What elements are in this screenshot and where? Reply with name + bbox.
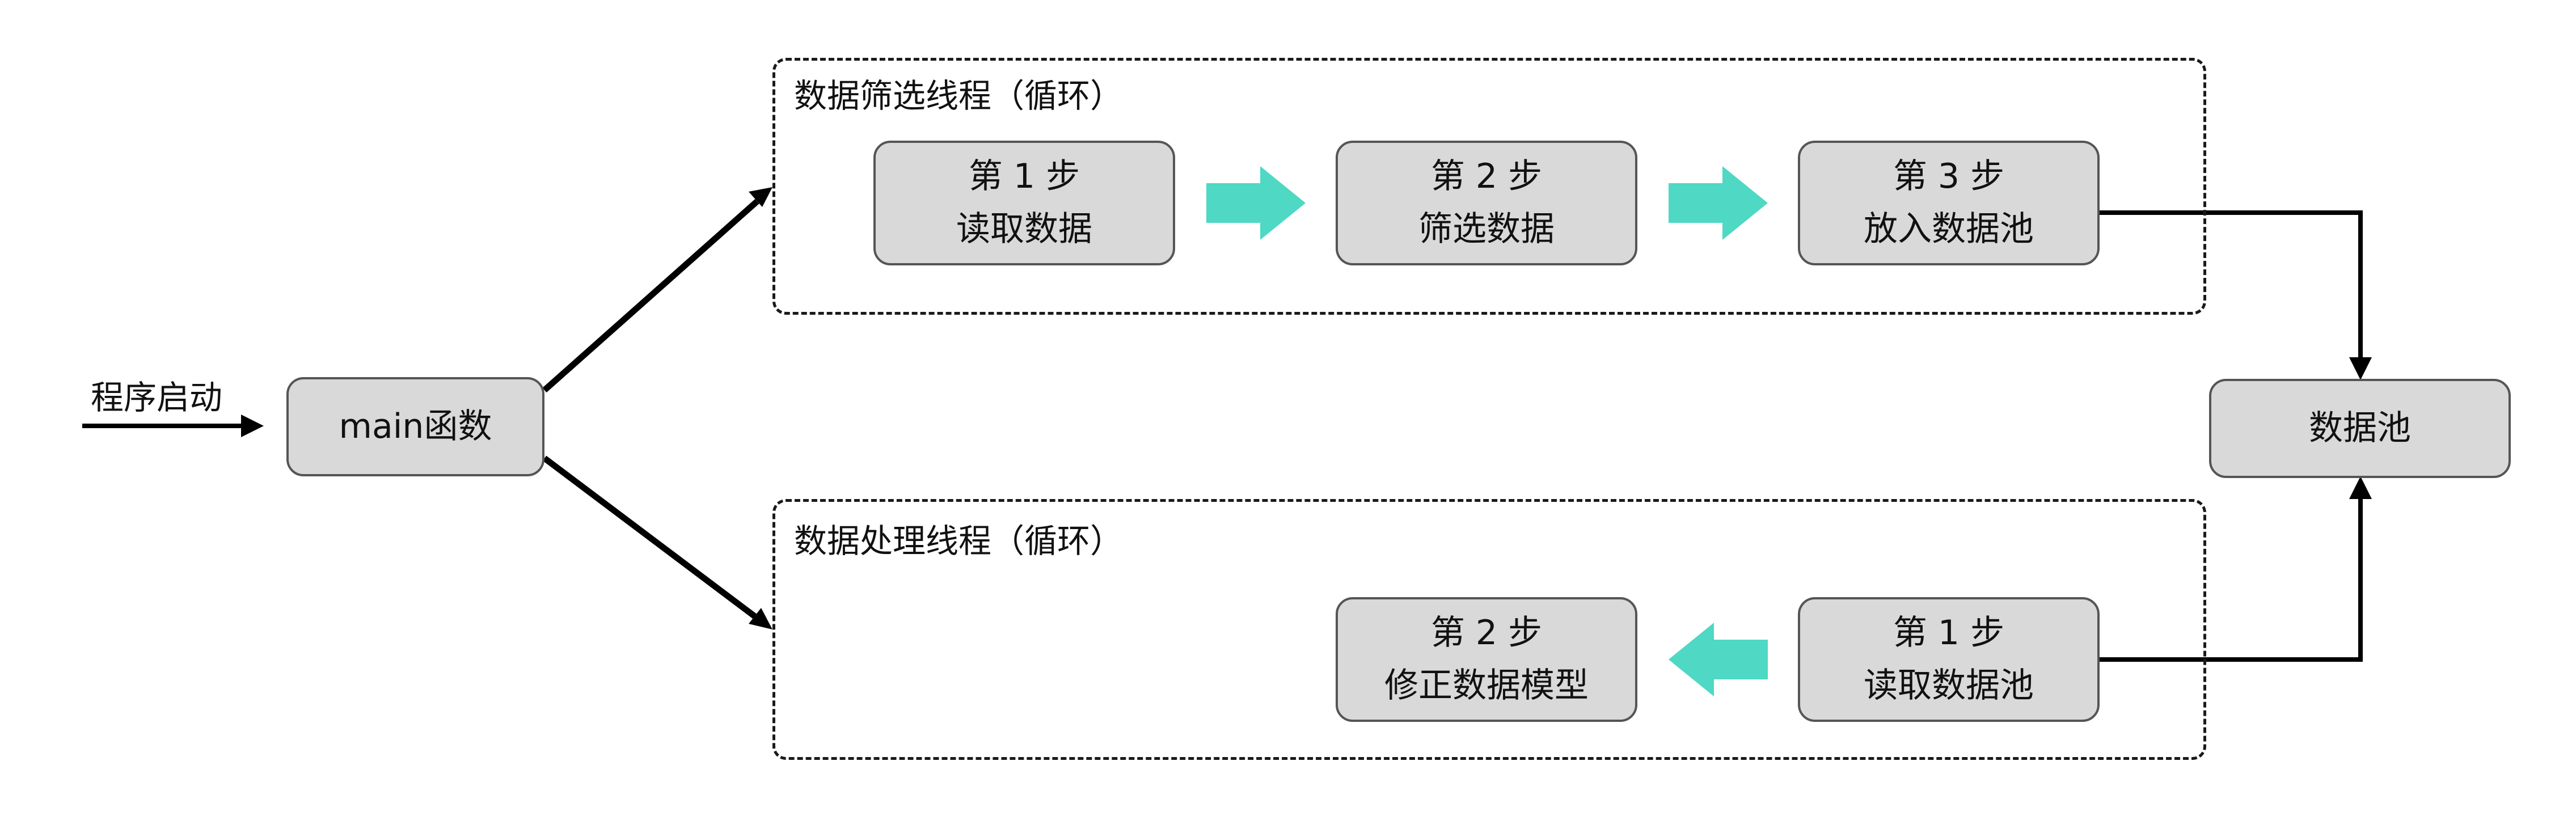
main-to-process-line (542, 455, 759, 621)
step-arrow-process-1-to-2 (1669, 623, 1768, 696)
step-action: 放入数据池 (1864, 209, 2034, 249)
filter-thread-group (772, 58, 2206, 315)
filter-to-pool-head (2349, 357, 2372, 380)
step-action: 筛选数据 (1418, 209, 1555, 249)
main-function-node: main函数 (286, 377, 544, 476)
process-thread-title: 数据处理线程（循环） (794, 522, 1124, 560)
step-action: 读取数据池 (1864, 666, 2034, 705)
data-pool-node: 数据池 (2209, 379, 2511, 478)
main-to-filter-line (542, 198, 759, 393)
step-number: 第 1 步 (1893, 613, 2005, 653)
step-number: 第 3 步 (1893, 157, 2005, 196)
filter-thread-title: 数据筛选线程（循环） (794, 77, 1124, 115)
step-action: 读取数据 (956, 209, 1092, 249)
filter-to-pool-line (2100, 210, 2363, 360)
main-to-filter-head (749, 187, 772, 207)
pool-to-process-head (2349, 476, 2372, 499)
data-pool-label: 数据池 (2309, 408, 2411, 448)
step-action: 修正数据模型 (1384, 666, 1589, 705)
filter-step-3-node: 第 3 步 放入数据池 (1798, 141, 2100, 265)
filter-step-1-node: 第 1 步 读取数据 (873, 141, 1175, 265)
step-arrow-2-to-3 (1669, 166, 1768, 240)
step-number: 第 2 步 (1430, 613, 1543, 653)
process-thread-group (772, 499, 2206, 760)
pool-to-process-line (2100, 496, 2363, 662)
start-label: 程序启动 (91, 378, 223, 417)
step-arrow-1-to-2 (1206, 166, 1306, 240)
process-step-1-node: 第 1 步 读取数据池 (1798, 597, 2100, 722)
main-function-label: main函数 (339, 407, 492, 446)
step-number: 第 2 步 (1430, 157, 1543, 196)
start-arrow-head (241, 415, 264, 437)
step-number: 第 1 步 (968, 157, 1080, 196)
process-step-2-node: 第 2 步 修正数据模型 (1336, 597, 1637, 722)
filter-step-2-node: 第 2 步 筛选数据 (1336, 141, 1637, 265)
main-to-process-head (749, 608, 772, 629)
